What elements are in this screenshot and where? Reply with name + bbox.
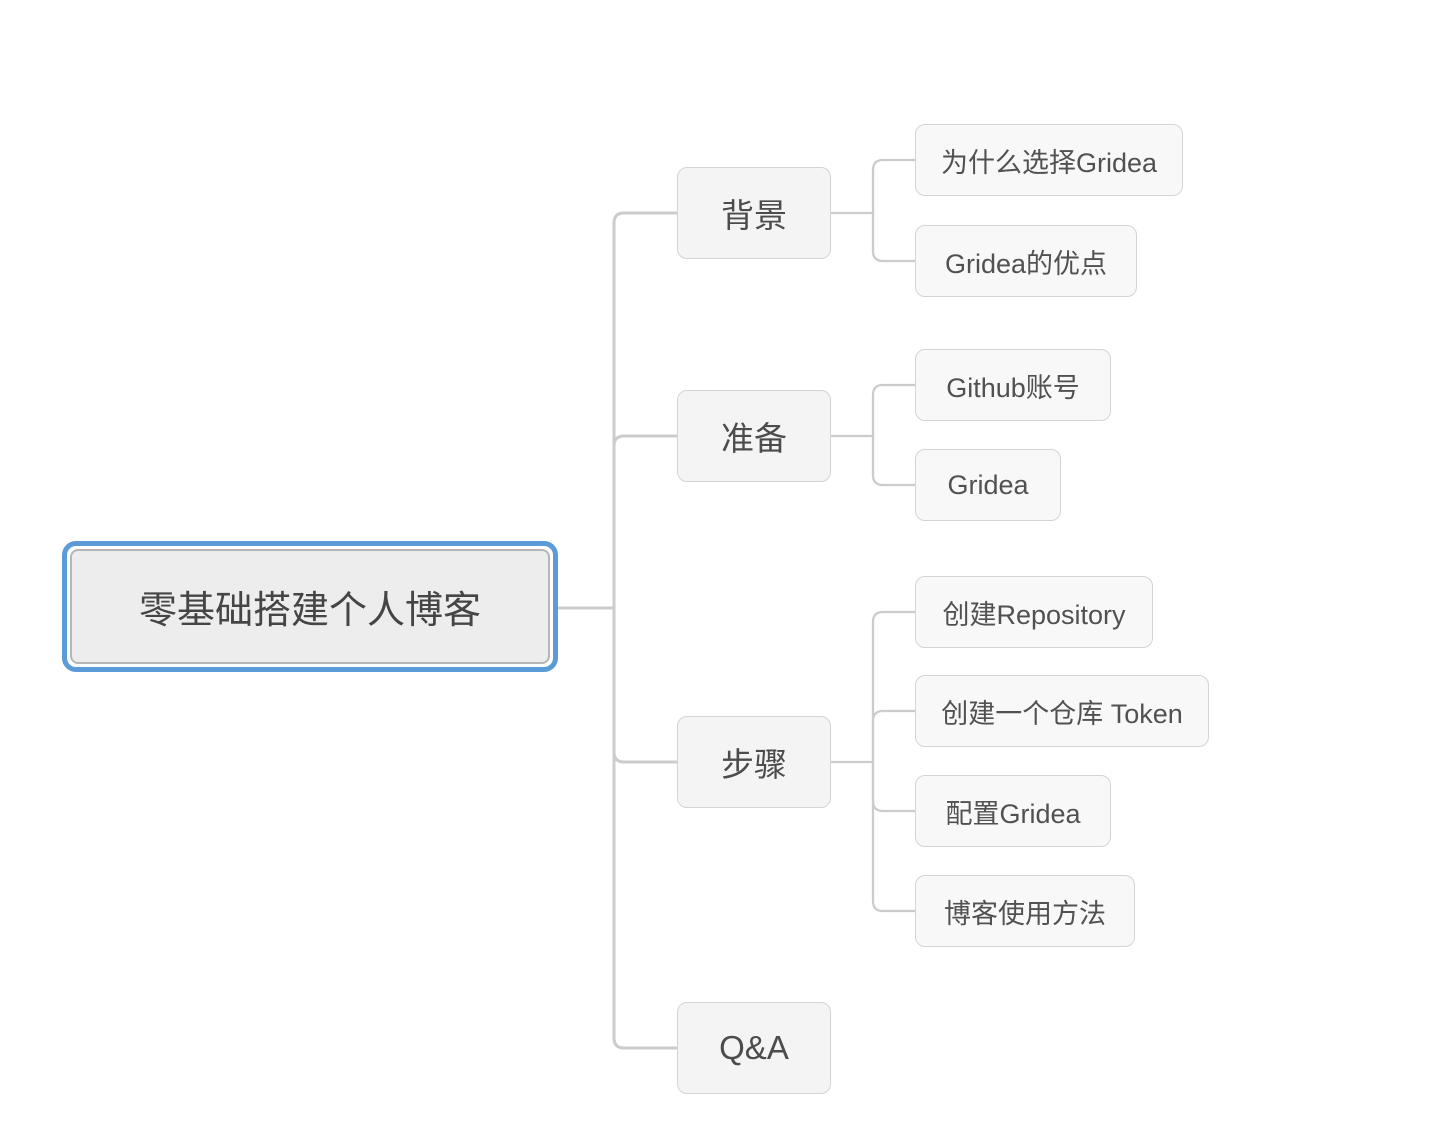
- connector-background: [612, 211, 679, 610]
- connector-configure-gridea: [871, 760, 917, 813]
- subtopic-label: Gridea的优点: [944, 248, 1108, 279]
- branch-topic-label: Q&A: [719, 1029, 789, 1066]
- subtopic-gridea[interactable]: Gridea: [915, 449, 1061, 521]
- subtopic-label: 创建Repository: [942, 599, 1126, 630]
- subtopic-label: Github账号: [946, 372, 1080, 403]
- branch-topic-steps[interactable]: 步骤: [677, 716, 831, 808]
- subtopic-label: 创建一个仓库 Token: [941, 698, 1183, 729]
- subtopic-configure-gridea[interactable]: 配置Gridea: [915, 775, 1111, 847]
- branch-topic-qa[interactable]: Q&A: [677, 1002, 831, 1094]
- connector-create-repo-token: [871, 709, 917, 764]
- subtopic-label: 博客使用方法: [944, 898, 1106, 929]
- subtopic-create-repo-token[interactable]: 创建一个仓库 Token: [915, 675, 1209, 747]
- connector-github-account: [871, 383, 917, 438]
- branch-topic-label: 准备: [721, 420, 787, 457]
- connector-blog-usage: [871, 760, 917, 913]
- subtopic-blog-usage[interactable]: 博客使用方法: [915, 875, 1135, 947]
- subtopic-gridea-advantages[interactable]: Gridea的优点: [915, 225, 1137, 297]
- root-topic[interactable]: 零基础搭建个人博客: [62, 541, 558, 672]
- subtopic-label: 为什么选择Gridea: [940, 147, 1158, 178]
- subtopic-why-choose-gridea[interactable]: 为什么选择Gridea: [915, 124, 1183, 196]
- root-topic-box: 零基础搭建个人博客: [70, 549, 550, 664]
- subtopic-create-repository[interactable]: 创建Repository: [915, 576, 1153, 648]
- branch-topic-preparation[interactable]: 准备: [677, 390, 831, 482]
- branch-topic-label: 背景: [721, 197, 787, 234]
- connector-gridea-advantages: [871, 211, 917, 263]
- root-topic-label: 零基础搭建个人博客: [138, 590, 481, 632]
- connector-steps: [612, 606, 679, 764]
- subtopic-github-account[interactable]: Github账号: [915, 349, 1111, 421]
- connector-preparation: [612, 434, 679, 610]
- connector-qa: [612, 606, 679, 1050]
- connector-create-repository: [871, 610, 917, 764]
- connector-gridea: [871, 434, 917, 487]
- connector-why-choose-gridea: [871, 158, 917, 215]
- subtopic-label: Gridea: [947, 469, 1029, 500]
- branch-topic-background[interactable]: 背景: [677, 167, 831, 259]
- subtopic-label: 配置Gridea: [945, 798, 1081, 829]
- branch-topic-label: 步骤: [721, 746, 787, 783]
